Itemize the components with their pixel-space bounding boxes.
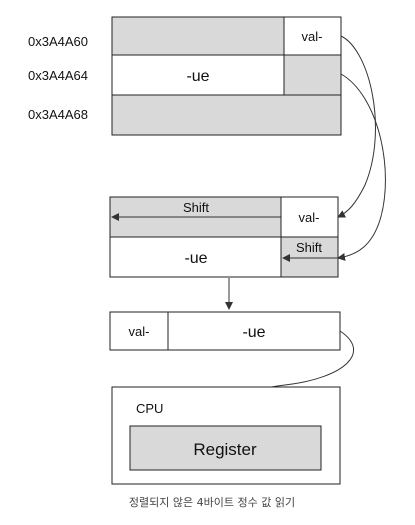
address-label-0: 0x3A4A60 bbox=[28, 34, 88, 49]
shift-right-bottom-gray bbox=[280, 236, 339, 278]
combined-right-cell bbox=[167, 311, 341, 351]
memory-row-1-text: -ue bbox=[186, 68, 209, 85]
curve-arrow-ue bbox=[337, 73, 386, 261]
cpu-block: CPU Register bbox=[111, 386, 341, 485]
shift-block: Shift val- -ue Shift bbox=[109, 196, 339, 278]
memory-row-0-text: val- bbox=[302, 29, 323, 44]
memory-block: val- -ue bbox=[111, 16, 342, 136]
shift-bottom-text: -ue bbox=[184, 250, 207, 267]
address-label-1: 0x3A4A64 bbox=[28, 68, 88, 83]
curve-arrow-val bbox=[337, 35, 376, 218]
memory-row-0-value-cell bbox=[283, 16, 342, 56]
register-box bbox=[129, 425, 322, 471]
cpu-label: CPU bbox=[136, 401, 163, 416]
combined-left-text: val- bbox=[129, 324, 150, 339]
combined-block: val- -ue bbox=[109, 311, 341, 351]
register-label: Register bbox=[193, 440, 257, 459]
memory-row-1-value-cell bbox=[111, 54, 285, 96]
figure-caption: 정렬되지 않은 4바이트 정수 값 읽기 bbox=[129, 496, 295, 509]
combined-right-text: -ue bbox=[242, 324, 265, 341]
shift-right-top-text: val- bbox=[299, 210, 320, 225]
shift-right-label: Shift bbox=[296, 240, 322, 255]
memory-row-0-gray bbox=[111, 16, 285, 56]
address-label-2: 0x3A4A68 bbox=[28, 107, 88, 122]
memory-row-1-gray bbox=[283, 54, 342, 96]
memory-row-2-gray bbox=[111, 94, 342, 136]
shift-top-label: Shift bbox=[183, 200, 209, 215]
